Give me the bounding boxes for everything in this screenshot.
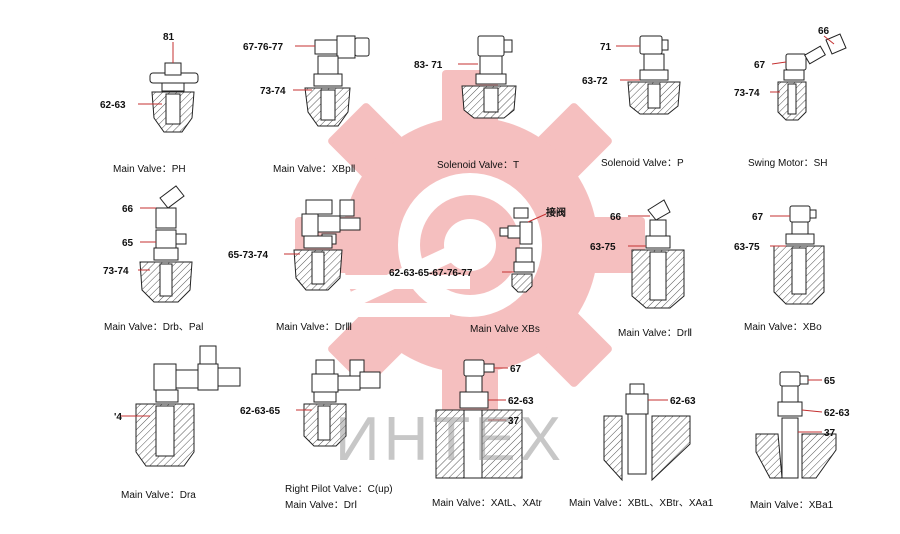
caption-xbo: Main Valve：XBo <box>744 322 822 333</box>
valve-drawing-c-up <box>296 359 381 447</box>
valve-drawing-dr2 <box>628 199 685 309</box>
valve-drawing-ph <box>138 42 199 133</box>
caption-dr1: Main Valve：DrⅠ <box>285 500 357 511</box>
caption-xba1: Main Valve：XBa1 <box>750 500 834 511</box>
label-xba1-62-63: 62-63 <box>824 408 850 419</box>
label-p-63-72: 63-72 <box>582 76 608 87</box>
label-dra-4: '4 <box>114 412 122 423</box>
label-drb-66: 66 <box>122 204 134 215</box>
valve-drawing-sh <box>770 33 847 121</box>
label-drb-73-74: 73-74 <box>103 266 129 277</box>
label-xbo-67: 67 <box>752 212 764 223</box>
caption-drb-pal: Main Valve：Drb、Pal <box>104 322 203 333</box>
label-sh-73-74: 73-74 <box>734 88 760 99</box>
caption-t: Solenoid Valve：T <box>437 160 519 171</box>
label-c-up-62-63-65: 62-63-65 <box>240 406 280 417</box>
valve-drawing-p <box>616 35 681 115</box>
caption-dra: Main Valve：Dra <box>121 490 196 501</box>
label-drb-65: 65 <box>122 238 134 249</box>
label-xatl-37: 37 <box>508 416 520 427</box>
label-xbs-parts: 62-63-65-67-76-77 <box>389 268 473 279</box>
label-xbs-connect: 接阀 <box>546 206 566 219</box>
label-xbp2-67-76-77: 67-76-77 <box>243 42 283 53</box>
caption-dr2: Main Valve：DrⅡ <box>618 328 692 339</box>
label-dr2-66: 66 <box>610 212 622 223</box>
label-xatl-67: 67 <box>510 364 522 375</box>
valve-drawing-t <box>458 35 517 119</box>
label-dr2-63-75: 63-75 <box>590 242 616 253</box>
valve-drawing-drb-pal <box>138 185 193 303</box>
valve-drawing-xbo <box>770 205 825 305</box>
caption-ph: Main Valve：PH <box>113 164 186 175</box>
label-p-71: 71 <box>600 42 612 53</box>
valve-drawing-xbs <box>499 207 547 293</box>
valve-drawing-xbtl <box>603 383 691 482</box>
caption-xbtl: Main Valve：XBtL、XBtr、XAa1 <box>569 498 714 509</box>
watermark-text: ИНТЕХ <box>335 405 565 474</box>
label-xbtl-62-63: 62-63 <box>670 396 696 407</box>
valve-captions: Main Valve：PH Main Valve：XBpⅡ Solenoid V… <box>104 158 834 511</box>
label-xba1-65: 65 <box>824 376 836 387</box>
caption-xatl: Main Valve：XAtL、XAtr <box>432 498 543 509</box>
label-sh-67: 67 <box>754 60 766 71</box>
caption-xbs: Main Valve XBs <box>470 324 540 335</box>
label-ph-62-63: 62-63 <box>100 100 126 111</box>
valve-drawing-dra <box>120 345 241 467</box>
caption-p: Solenoid Valve：P <box>601 158 684 169</box>
label-sh-66: 66 <box>818 26 830 37</box>
label-dr3-65-73-74: 65-73-74 <box>228 250 268 261</box>
caption-sh: Swing Motor：SH <box>748 158 827 169</box>
label-xba1-37: 37 <box>824 428 836 439</box>
label-xatl-62-63: 62-63 <box>508 396 534 407</box>
part-labels: 81 62-63 67-76-77 73-74 83- 71 71 63-72 … <box>100 26 850 439</box>
label-xbo-63-75: 63-75 <box>734 242 760 253</box>
valve-drawing-xba1 <box>755 371 837 479</box>
label-ph-81: 81 <box>163 32 175 43</box>
valve-drawing-xatl <box>435 359 523 479</box>
valve-drawing-xbp2 <box>293 35 370 127</box>
caption-dr3: Main Valve：DrⅢ <box>276 322 352 333</box>
valve-drawing-dr3 <box>284 199 361 291</box>
caption-c-up: Right Pilot Valve：C(up) <box>285 484 393 495</box>
caption-xbp2: Main Valve：XBpⅡ <box>273 164 356 175</box>
label-t-83-71: 83- 71 <box>414 60 443 71</box>
label-xbp2-73-74: 73-74 <box>260 86 286 97</box>
